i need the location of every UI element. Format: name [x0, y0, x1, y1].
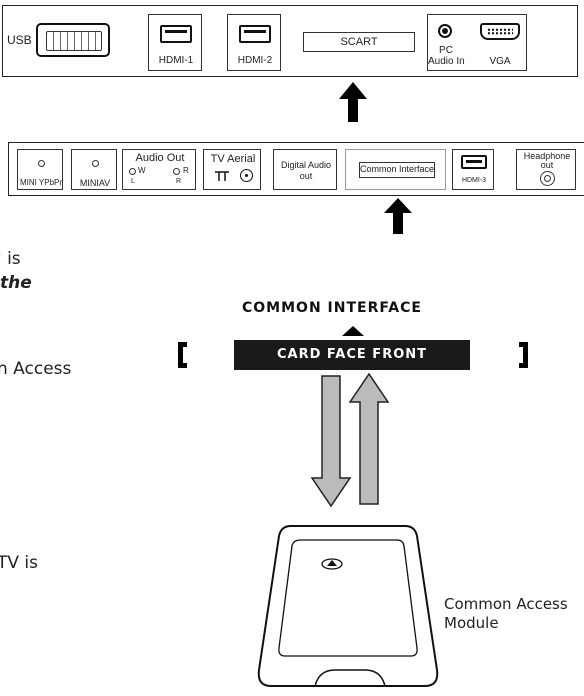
- aerial-jack-icon: [240, 169, 253, 182]
- usb-port: [36, 23, 110, 57]
- vga-port-icon: [480, 23, 520, 40]
- headphone-label-line1: Headphone: [523, 151, 571, 161]
- left-text-line3: n Access: [0, 359, 72, 379]
- side-connector-panel: MINI YPbPr MINIAV Audio Out W R L R TV A…: [8, 142, 584, 196]
- headphone-port-box: Headphone out: [516, 149, 576, 190]
- left-text-line1: ' is: [0, 249, 21, 269]
- audio-r-jack-icon: [173, 168, 180, 175]
- pc-audio-label-line1: PC: [439, 45, 453, 56]
- tv-aerial-port-box: TV Aerial: [203, 149, 261, 190]
- audio-out-label: Audio Out: [135, 152, 185, 164]
- left-text-line4: TV is: [0, 553, 38, 573]
- left-text-line2: the: [0, 273, 32, 293]
- digital-audio-label-line1: Digital Audio: [280, 160, 332, 170]
- hdmi-3-icon: [461, 155, 487, 169]
- digital-audio-port-box: Digital Audio out: [273, 149, 337, 190]
- mini-av-jack-icon: [92, 160, 99, 167]
- mini-av-port-box: MINIAV: [71, 149, 117, 190]
- usb-port-inner: [46, 31, 102, 51]
- pc-input-box: PC Audio In VGA: [427, 14, 527, 71]
- vga-label: VGA: [489, 56, 511, 67]
- common-interface-title: COMMON INTERFACE: [242, 300, 422, 316]
- audio-out-port-box: Audio Out W R L R: [122, 149, 196, 190]
- pc-audio-jack-icon: [438, 24, 452, 38]
- audio-l-jack-icon: [129, 168, 136, 175]
- left-bracket: [178, 342, 187, 368]
- hdmi-2-port-box: HDMI-2: [227, 14, 281, 71]
- hdmi-1-icon: [160, 25, 192, 43]
- audio-l-label: L: [131, 178, 135, 185]
- audio-r-label: R: [176, 178, 182, 185]
- digital-audio-label-line2: out: [299, 171, 313, 181]
- arrow-up-icon: [384, 198, 412, 234]
- hdmi-1-label: HDMI-1: [158, 55, 194, 66]
- hdmi-1-port-box: HDMI-1: [148, 14, 202, 71]
- audio-w-label: W: [138, 166, 146, 175]
- common-interface-slot-area: Common Interface: [345, 149, 446, 190]
- hdmi-2-icon: [239, 25, 271, 43]
- scart-port: SCART: [303, 32, 415, 52]
- mini-av-label: MINIAV: [79, 178, 111, 188]
- module-label-line2: Module: [444, 614, 499, 632]
- rear-connector-panel: USB HDMI-1 HDMI-2 SCART PC Audio In VGA: [2, 5, 578, 77]
- aerial-antenna-icon: [215, 171, 229, 181]
- card-face-front-label: CARD FACE FRONT: [276, 347, 427, 362]
- common-interface-slot: Common Interface: [359, 162, 435, 178]
- insert-remove-arrows-icon: [310, 372, 390, 508]
- hdmi-3-port-box: HDMI-3: [452, 149, 494, 190]
- right-bracket: [519, 342, 528, 368]
- hdmi-3-label: HDMI-3: [461, 177, 487, 184]
- mini-ypbpr-label: MINI YPbPr: [19, 178, 63, 187]
- audio-r-circled-label: R: [183, 166, 189, 175]
- headphone-label-line2: out: [540, 160, 554, 170]
- common-interface-slot-label: Common Interface: [360, 164, 435, 174]
- scart-label: SCART: [340, 36, 378, 48]
- usb-label: USB: [7, 33, 32, 47]
- module-label-line1: Common Access: [444, 595, 568, 613]
- arrow-up-icon: [339, 82, 367, 122]
- mini-ypbpr-port-box: MINI YPbPr: [17, 149, 63, 190]
- mini-ypbpr-jack-icon: [38, 160, 45, 167]
- pc-audio-label-line2: Audio In: [428, 56, 465, 67]
- card-face-front-bar: CARD FACE FRONT: [234, 340, 470, 370]
- common-access-module-icon: [257, 525, 439, 687]
- headphone-jack-icon: [540, 171, 555, 186]
- tv-aerial-label: TV Aerial: [210, 153, 256, 165]
- triangle-up-icon: [342, 326, 364, 336]
- hdmi-2-label: HDMI-2: [237, 55, 273, 66]
